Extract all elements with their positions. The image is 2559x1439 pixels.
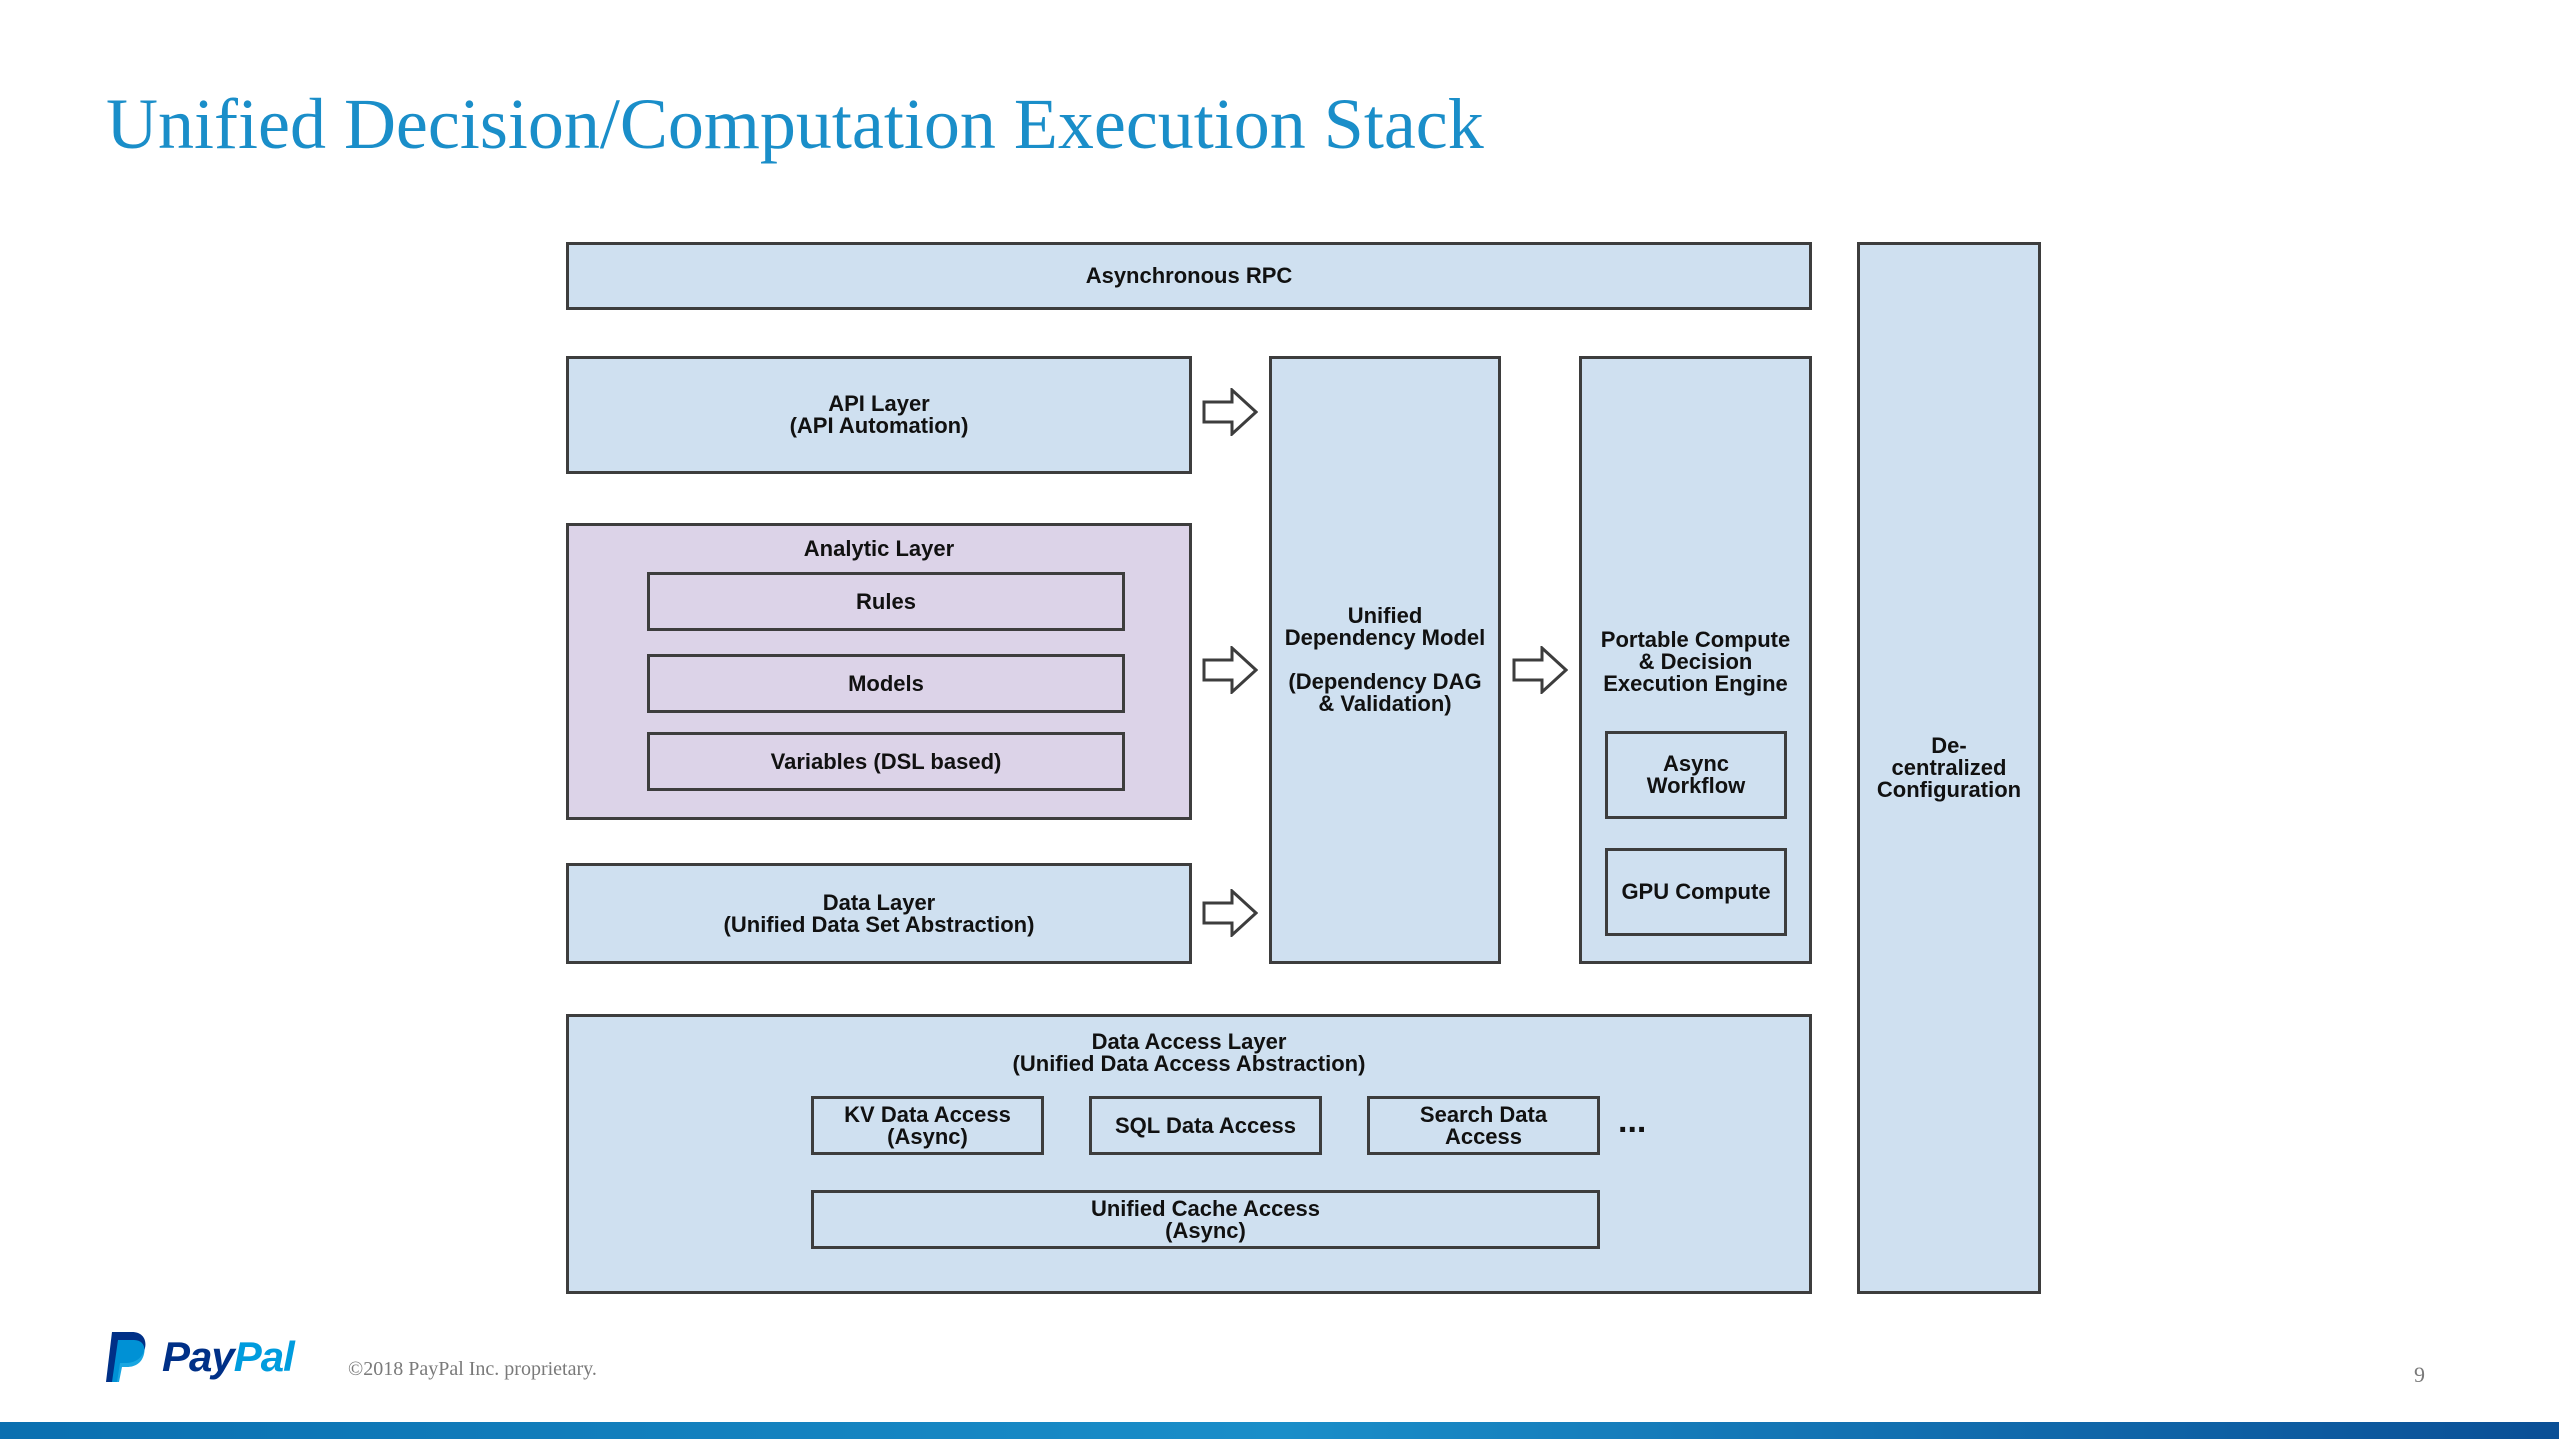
unified-dependency-line2: Dependency Model [1284,625,1486,650]
gpu-compute-box: GPU Compute [1605,848,1787,936]
more-data-access-ellipsis: ... [1618,1102,1647,1140]
decentralized-line2: centralized [1891,755,2007,780]
gpu-compute-label: GPU Compute [1621,879,1771,904]
api-layer-title: API Layer [828,391,930,416]
analytic-layer-title: Analytic Layer [803,536,955,561]
async-workflow-line2: Workflow [1646,773,1746,798]
page-number: 9 [2414,1362,2425,1387]
copyright-text: ©2018 PayPal Inc. proprietary. [348,1358,597,1380]
models-label: Models [848,670,924,696]
kv-data-access-box: KV Data Access (Async) [811,1096,1044,1155]
variables-box: Variables (DSL based) [647,732,1125,791]
rules-box: Rules [647,572,1125,631]
footer-bar [0,1422,2559,1439]
sql-data-access-box: SQL Data Access [1089,1096,1322,1155]
models-box: Models [647,654,1125,713]
api-layer-box: API Layer (API Automation) [566,356,1192,474]
data-access-layer-title: Data Access Layer [1091,1029,1287,1054]
data-access-layer-subtitle: (Unified Data Access Abstraction) [1012,1051,1366,1076]
paypal-p-logo-icon [106,1332,146,1382]
unified-dependency-line1: Unified [1347,603,1423,628]
unified-dependency-line4: & Validation) [1318,691,1452,716]
arrow-right-icon [1202,646,1258,694]
paypal-wordmark: PayPal [162,1333,295,1380]
decentralized-line3: Configuration [1876,777,2022,802]
async-rpc-box: Asynchronous RPC [566,242,1812,310]
unified-cache-access-box: Unified Cache Access (Async) [811,1190,1600,1249]
arrow-right-icon [1512,646,1568,694]
decentralized-configuration-box: De- centralized Configuration [1857,242,2041,1294]
kv-data-access-line1: KV Data Access [844,1101,1011,1127]
arrow-right-icon [1202,388,1258,436]
sql-data-access-label: SQL Data Access [1115,1112,1296,1138]
search-data-access-box: Search Data Access [1367,1096,1600,1155]
decentralized-line1: De- [1931,733,1967,758]
portable-compute-line3: Execution Engine [1603,671,1788,696]
data-layer-subtitle: (Unified Data Set Abstraction) [723,911,1035,937]
portable-compute-line1: Portable Compute [1600,627,1791,652]
slide-title: Unified Decision/Computation Execution S… [106,84,1484,164]
async-rpc-label: Asynchronous RPC [1085,263,1293,288]
data-layer-title: Data Layer [822,889,936,915]
rules-label: Rules [856,588,916,614]
data-layer-box: Data Layer (Unified Data Set Abstraction… [566,863,1192,964]
portable-compute-line2: & Decision [1638,649,1753,674]
search-data-access-line2: Access [1444,1123,1523,1149]
async-workflow-line1: Async [1662,751,1730,776]
variables-label: Variables (DSL based) [770,748,1002,774]
unified-dependency-line3: (Dependency DAG [1288,669,1482,694]
async-workflow-box: Async Workflow [1605,731,1787,819]
kv-data-access-line2: (Async) [887,1123,968,1149]
api-layer-subtitle: (API Automation) [789,413,969,438]
arrow-right-icon [1202,889,1258,937]
search-data-access-line1: Search Data [1419,1101,1548,1127]
unified-cache-access-line2: (Async) [1165,1217,1246,1243]
paypal-logo: PayPal [104,1330,295,1384]
unified-cache-access-line1: Unified Cache Access [1090,1195,1321,1221]
unified-dependency-model-box: Unified Dependency Model (Dependency DAG… [1269,356,1501,964]
